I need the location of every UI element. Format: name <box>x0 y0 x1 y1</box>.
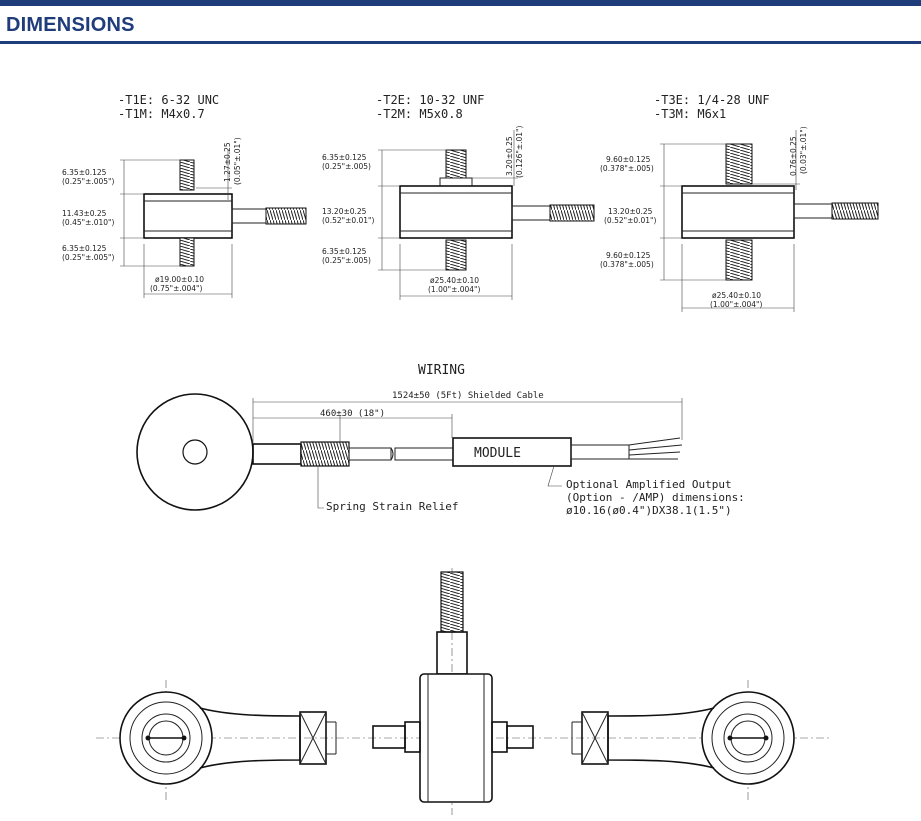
model-t3-dia-in: (1.00"±.004") <box>710 300 763 309</box>
wiring-spring-relief <box>300 441 350 467</box>
model-t1-dim-gap: 1.27±0.25 <box>223 142 232 182</box>
model-t3-dim-bottom-in: (0.378"±.005) <box>600 260 654 269</box>
wiring-cable-length: 1524±50 (5Ft) Shielded Cable <box>392 391 544 401</box>
model-t3-dim-bottom: 9.60±0.125 <box>606 251 651 260</box>
model-t1-thread-m: -T1M: M4x0.7 <box>118 107 205 121</box>
model-t3-dim-top-in: (0.378"±.005) <box>600 164 654 173</box>
model-t3-dia: ø25.40±0.10 <box>712 291 761 300</box>
model-t3-dim-body-in: (0.52"±0.01") <box>604 216 657 225</box>
wiring-drawing: WIRING MODULE 1524±50 (5Ft) Shielded Cab… <box>136 363 745 517</box>
wiring-option-line3: ø10.16(ø0.4")DX38.1(1.5") <box>566 504 732 517</box>
model-t1-dim-top-in: (0.25"±.005") <box>62 177 115 186</box>
model-t2-bottom-stud <box>445 239 467 271</box>
model-t2-dim-bottom-in: (0.25"±.005) <box>322 256 371 265</box>
model-t2-dim-gap-in: (0.126"±.01") <box>515 125 524 178</box>
rod-end-assembly <box>96 568 830 815</box>
model-t1-cable-relief <box>265 207 307 225</box>
model-t1-dim-body-in: (0.45"±.010") <box>62 218 115 227</box>
model-t1-dim-gap-in: (0.05"±.01") <box>233 137 242 185</box>
wiring-relief-length: 460±30 (18") <box>320 409 385 419</box>
model-t3-top-stud <box>725 143 753 185</box>
model-t1-top-stud <box>179 159 195 191</box>
wiring-option-line2: (Option - /AMP) dimensions: <box>566 491 745 504</box>
model-t2-cable-relief <box>549 204 595 222</box>
model-t2-body <box>399 185 513 239</box>
model-t3-cable-relief <box>831 202 879 220</box>
model-t3-body <box>681 185 795 239</box>
model-t2-dim-top-in: (0.25"±.005) <box>322 162 371 171</box>
model-t2-dia-in: (1.00"±.004") <box>428 285 481 294</box>
model-t2-thread-m: -T2M: M5x0.8 <box>376 107 463 121</box>
wiring-option-line1: Optional Amplified Output <box>566 478 732 491</box>
model-t1-dim-top: 6.35±0.125 <box>62 168 107 177</box>
model-t1-dim-bottom: 6.35±0.125 <box>62 244 107 253</box>
center-load-cell <box>372 568 534 815</box>
model-t3-dim-gap: 0.76±0.25 <box>789 136 798 176</box>
model-t3-bottom-stud <box>725 239 753 281</box>
model-t2-dim-body-in: (0.52"±0.01") <box>322 216 375 225</box>
model-t3-thread-m: -T3M: M6x1 <box>654 107 726 121</box>
model-t1-drawing: -T1E: 6-32 UNC -T1M: M4x0.7 6.35±0.125 (… <box>62 93 307 298</box>
model-t1-thread-e: -T1E: 6-32 UNC <box>118 93 219 107</box>
wiring-center-hole <box>182 439 208 465</box>
model-t2-dim-body: 13.20±0.25 <box>322 207 367 216</box>
model-t2-dim-gap: 3.20±0.25 <box>505 136 514 176</box>
model-t1-dim-body: 11.43±0.25 <box>62 209 107 218</box>
wiring-relief-label: Spring Strain Relief <box>326 500 458 513</box>
model-t1-bottom-stud <box>179 237 195 267</box>
model-t3-drawing: -T3E: 1/4-28 UNF -T3M: M6x1 9.60±0.125 (… <box>600 93 879 312</box>
model-t3-dim-body: 13.20±0.25 <box>608 207 653 216</box>
model-t3-dim-top: 9.60±0.125 <box>606 155 651 164</box>
title-underline <box>0 41 921 44</box>
wiring-title: WIRING <box>418 363 465 378</box>
top-accent-bar <box>0 0 921 6</box>
model-t2-drawing: -T2E: 10-32 UNF -T2M: M5x0.8 6.35±0.125 … <box>322 93 595 300</box>
right-rod-end <box>571 680 795 800</box>
model-t2-dim-bottom: 6.35±0.125 <box>322 247 367 256</box>
model-t3-thread-e: -T3E: 1/4-28 UNF <box>654 93 770 107</box>
model-t3-dim-gap-in: (0.03"±.01") <box>799 126 808 174</box>
model-t1-dia: ø19.00±0.10 <box>155 275 204 284</box>
model-t2-dim-top: 6.35±0.125 <box>322 153 367 162</box>
model-t2-thread-e: -T2E: 10-32 UNF <box>376 93 484 107</box>
model-t1-dim-bottom-in: (0.25"±.005") <box>62 253 115 262</box>
section-title: DIMENSIONS <box>6 14 135 36</box>
wiring-module-label: MODULE <box>474 446 521 461</box>
model-t1-dia-in: (0.75"±.004") <box>150 284 203 293</box>
left-rod-end <box>119 680 337 800</box>
model-t2-dia: ø25.40±0.10 <box>430 276 479 285</box>
model-t2-top-stud <box>445 149 467 179</box>
